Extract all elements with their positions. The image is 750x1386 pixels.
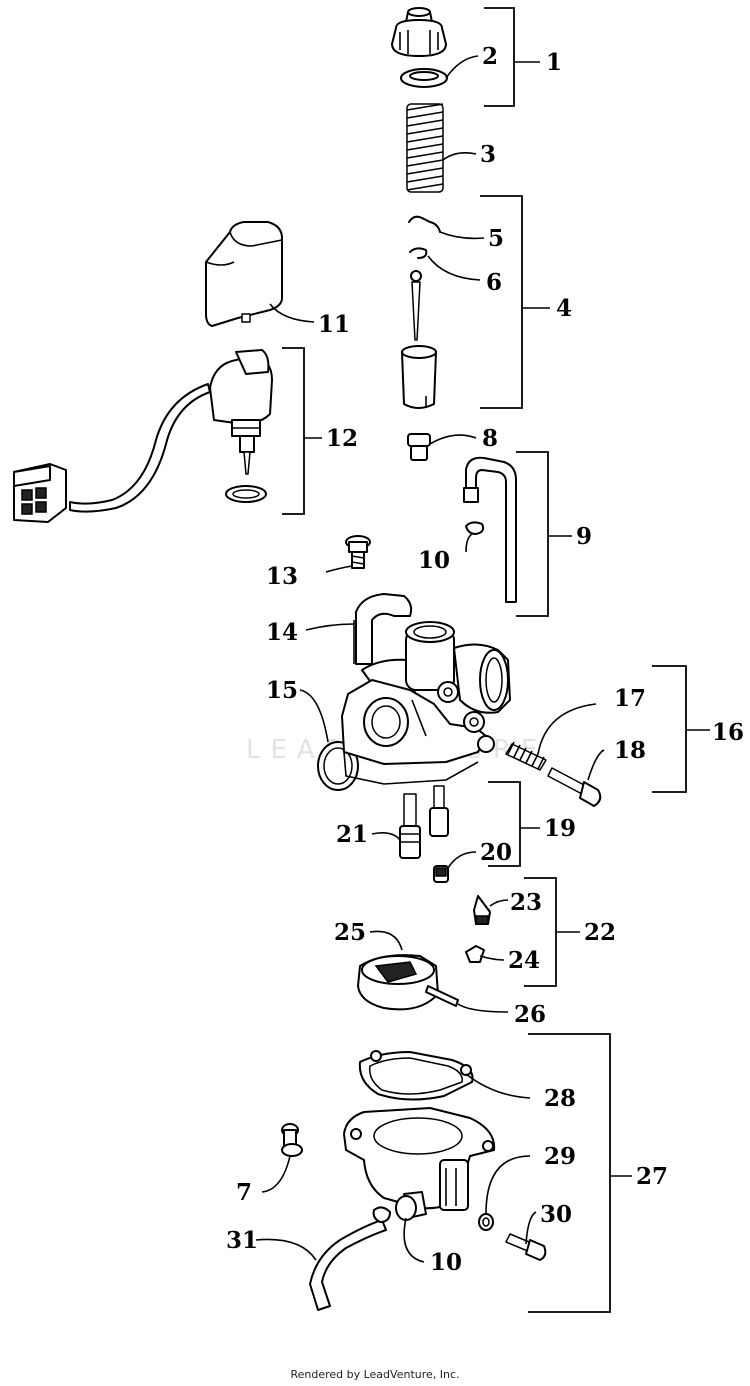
carb-cover-part bbox=[205, 221, 283, 327]
leader-3 bbox=[442, 152, 477, 161]
auto-choke-part bbox=[69, 349, 273, 513]
footer-credit: Rendered by LeadVenture, Inc. bbox=[290, 1368, 460, 1381]
drain-screw-part bbox=[505, 1233, 547, 1261]
callout-12: 12 bbox=[326, 425, 358, 452]
callout-18: 18 bbox=[614, 737, 646, 764]
hose-clip-part bbox=[465, 521, 485, 535]
bracket-12 bbox=[282, 347, 305, 515]
drain-hose-part bbox=[309, 1219, 387, 1311]
callout-10a: 10 bbox=[418, 547, 450, 574]
callout-30: 30 bbox=[540, 1201, 572, 1228]
top-screw-part bbox=[345, 535, 371, 569]
leader-18 bbox=[587, 749, 605, 781]
emulsion-tubes-part bbox=[399, 785, 449, 859]
callout-24: 24 bbox=[508, 947, 540, 974]
leader-15 bbox=[299, 689, 329, 743]
callout-22: 22 bbox=[584, 919, 616, 946]
idle-spring-part bbox=[505, 741, 547, 771]
leader-14 bbox=[305, 623, 355, 631]
callout-25: 25 bbox=[334, 919, 366, 946]
jet-needle-part bbox=[410, 270, 422, 341]
leader-17 bbox=[537, 703, 597, 755]
callout-29: 29 bbox=[544, 1143, 576, 1170]
callout-27: 27 bbox=[636, 1163, 668, 1190]
callout-31: 31 bbox=[226, 1227, 258, 1254]
callout-9: 9 bbox=[576, 523, 592, 550]
bowl-gasket-part bbox=[358, 1050, 474, 1101]
leader-28 bbox=[465, 1073, 531, 1099]
leader-24 bbox=[479, 955, 505, 961]
needle-jet-part bbox=[407, 433, 431, 461]
float-bowl-part bbox=[343, 1107, 496, 1221]
leader-10b bbox=[403, 1217, 425, 1263]
callout-1: 1 bbox=[546, 49, 562, 76]
float-pin-part bbox=[425, 985, 459, 1007]
needle-clip-part bbox=[408, 215, 441, 233]
leader-5 bbox=[439, 231, 485, 240]
leader-10a bbox=[465, 533, 473, 553]
bowl-screw-part bbox=[281, 1123, 303, 1157]
float-needle-part bbox=[473, 895, 491, 925]
callout-15: 15 bbox=[266, 677, 298, 704]
leader-25 bbox=[369, 930, 403, 951]
leader-23 bbox=[489, 899, 509, 907]
callout-3: 3 bbox=[480, 141, 496, 168]
bracket-16 bbox=[652, 665, 687, 793]
drain-hose-clip-part bbox=[372, 1206, 391, 1223]
drain-washer-part bbox=[478, 1213, 494, 1231]
throttle-slide-part bbox=[401, 345, 437, 409]
leader-7 bbox=[261, 1155, 291, 1193]
leader-26 bbox=[457, 1003, 509, 1013]
throttle-spring-part bbox=[406, 103, 444, 193]
callout-7: 7 bbox=[236, 1179, 252, 1206]
leader-2 bbox=[445, 55, 479, 79]
leader-6 bbox=[427, 255, 481, 281]
callout-28: 28 bbox=[544, 1085, 576, 1112]
leader-29 bbox=[485, 1155, 531, 1215]
leader-8 bbox=[429, 434, 477, 445]
cap-ring-part bbox=[400, 68, 448, 88]
callout-14: 14 bbox=[266, 619, 298, 646]
callout-19: 19 bbox=[544, 815, 576, 842]
callout-4: 4 bbox=[556, 295, 572, 322]
leader-13 bbox=[325, 565, 353, 573]
carburetor-body-part bbox=[341, 593, 511, 785]
leader-30 bbox=[525, 1211, 537, 1245]
callout-8: 8 bbox=[482, 425, 498, 452]
callout-23: 23 bbox=[510, 889, 542, 916]
main-jet-part bbox=[433, 865, 449, 883]
top-cap-part bbox=[391, 7, 447, 57]
callout-20: 20 bbox=[480, 839, 512, 866]
e-clip-part bbox=[409, 247, 428, 259]
bracket-1 bbox=[484, 7, 515, 107]
callout-17: 17 bbox=[614, 685, 646, 712]
leader-31 bbox=[255, 1238, 317, 1261]
callout-21: 21 bbox=[336, 821, 368, 848]
bracket-19 bbox=[488, 781, 521, 867]
callout-16: 16 bbox=[712, 719, 744, 746]
wire-connector-part bbox=[13, 463, 67, 523]
callout-13: 13 bbox=[266, 563, 298, 590]
callout-11: 11 bbox=[318, 311, 350, 338]
vent-hose-part bbox=[463, 456, 517, 603]
float-part bbox=[357, 954, 439, 1011]
callout-6: 6 bbox=[486, 269, 502, 296]
callout-10b: 10 bbox=[430, 1249, 462, 1276]
leader-21 bbox=[371, 832, 401, 841]
idle-screw-part bbox=[547, 767, 602, 807]
leader-11 bbox=[269, 303, 315, 323]
callout-5: 5 bbox=[488, 225, 504, 252]
bracket-4 bbox=[480, 195, 523, 409]
callout-26: 26 bbox=[514, 1001, 546, 1028]
float-clip-part bbox=[465, 945, 485, 963]
leader-20 bbox=[447, 851, 477, 869]
bracket-9 bbox=[516, 451, 549, 617]
bracket-27 bbox=[528, 1033, 611, 1313]
callout-2: 2 bbox=[482, 43, 498, 70]
